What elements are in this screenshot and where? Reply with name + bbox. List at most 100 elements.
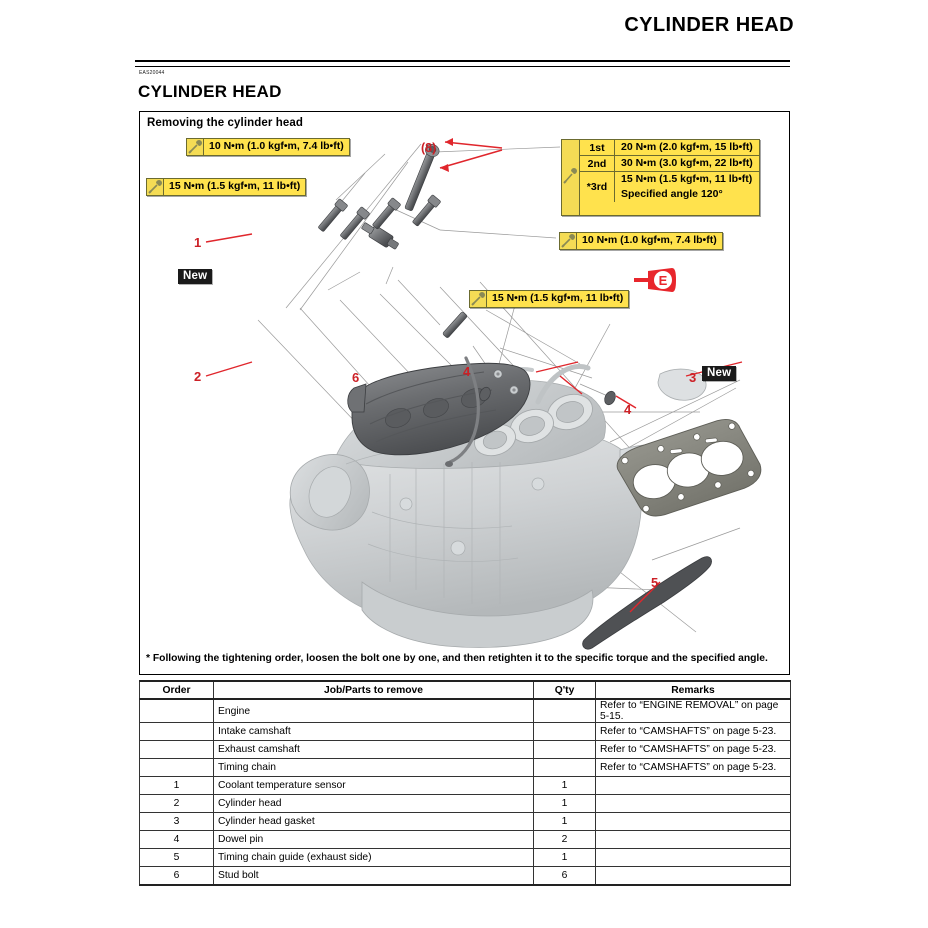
torque-wrench-icon — [560, 233, 577, 249]
cell-part: Engine — [213, 698, 534, 723]
cell-part: Intake camshaft — [213, 722, 534, 741]
col-qty: Q'ty — [533, 680, 596, 700]
cell-remarks — [595, 812, 791, 831]
stage-value-line: 20 N•m (2.0 kgf•m, 15 lb•ft) — [621, 141, 753, 153]
col-part: Job/Parts to remove — [213, 680, 534, 700]
page-header: CYLINDER HEAD — [0, 14, 928, 44]
panel-title: Removing the cylinder head — [147, 117, 303, 129]
callout-3: 3 — [689, 370, 697, 385]
cell-order: 2 — [139, 794, 214, 813]
cell-part: Coolant temperature sensor — [213, 776, 534, 795]
cell-remarks: Refer to “CAMSHAFTS” on page 5-23. — [595, 758, 791, 777]
torque-stage-row: *3rd 15 N•m (1.5 kgf•m, 11 lb•ft) Specif… — [580, 172, 759, 202]
cell-remarks — [595, 830, 791, 849]
new-badge-right: New — [702, 366, 737, 381]
table-row: Engine Refer to “ENGINE REMOVAL” on page … — [139, 698, 791, 723]
torque-wrench-icon — [187, 139, 204, 155]
col-remarks: Remarks — [595, 680, 791, 700]
cell-part: Exhaust camshaft — [213, 740, 534, 759]
illustration-panel: Removing the cylinder head — [139, 111, 790, 675]
cell-part: Timing chain — [213, 758, 534, 777]
cell-part: Timing chain guide (exhaust side) — [213, 848, 534, 867]
cell-order — [139, 722, 214, 741]
engine-oil-symbol: E — [632, 266, 678, 294]
running-title: CYLINDER HEAD — [624, 14, 794, 36]
torque-callout-mid-1: 10 N•m (1.0 kgf•m, 7.4 lb•ft) — [559, 232, 723, 250]
torque-wrench-icon — [562, 140, 580, 215]
col-order: Order — [139, 680, 214, 700]
exploded-diagram-artwork — [205, 138, 762, 650]
cell-order — [139, 740, 214, 759]
table-row: Intake camshaft Refer to “CAMSHAFTS” on p… — [139, 722, 791, 741]
torque-callout-top-2: 15 N•m (1.5 kgf•m, 11 lb•ft) — [146, 178, 307, 196]
cell-qty: 1 — [533, 776, 596, 795]
parts-table: Order Job/Parts to remove Q'ty Remarks E… — [139, 680, 791, 886]
cell-remarks: Refer to “CAMSHAFTS” on page 5-23. — [595, 740, 791, 759]
oil-symbol-letter: E — [659, 273, 668, 288]
torque-callout-top-1: 10 N•m (1.0 kgf•m, 7.4 lb•ft) — [186, 138, 350, 156]
stage-values: 20 N•m (2.0 kgf•m, 15 lb•ft) — [615, 140, 759, 155]
torque-stage-row: 1st 20 N•m (2.0 kgf•m, 15 lb•ft) — [580, 140, 759, 156]
callout-4-upper: 4 — [463, 364, 471, 379]
callout-8: (8) — [421, 141, 437, 155]
cell-remarks — [595, 848, 791, 867]
section-code: EAS20044 — [139, 70, 165, 76]
cell-qty — [533, 740, 596, 759]
torque-value: 10 N•m (1.0 kgf•m, 7.4 lb•ft) — [209, 140, 344, 152]
torque-value: 10 N•m (1.0 kgf•m, 7.4 lb•ft) — [582, 234, 717, 246]
stage-label: 1st — [580, 140, 615, 155]
cell-remarks — [595, 794, 791, 813]
cell-order — [139, 698, 214, 723]
cell-qty: 6 — [533, 866, 596, 886]
torque-stage-table: 1st 20 N•m (2.0 kgf•m, 15 lb•ft) 2nd 30 … — [561, 139, 760, 216]
cell-order: 6 — [139, 866, 214, 886]
cell-qty — [533, 758, 596, 777]
cell-remarks: Refer to “CAMSHAFTS” on page 5-23. — [595, 722, 791, 741]
stage-label: 2nd — [580, 156, 615, 171]
stage-value-line: 15 N•m (1.5 kgf•m, 11 lb•ft) — [621, 173, 753, 185]
cell-qty — [533, 698, 596, 723]
torque-stage-row: 2nd 30 N•m (3.0 kgf•m, 22 lb•ft) — [580, 156, 759, 172]
torque-wrench-icon — [147, 179, 164, 195]
cell-order — [139, 758, 214, 777]
cell-order: 5 — [139, 848, 214, 867]
cell-remarks — [595, 866, 791, 886]
cell-remarks: Refer to “ENGINE REMOVAL” on page 5-15. — [595, 698, 791, 723]
torque-value: 15 N•m (1.5 kgf•m, 11 lb•ft) — [492, 292, 624, 304]
stage-angle-line: Specified angle 120° — [621, 188, 723, 200]
torque-callout-mid-2: 15 N•m (1.5 kgf•m, 11 lb•ft) — [469, 290, 630, 308]
cell-remarks — [595, 776, 791, 795]
torque-wrench-icon — [470, 291, 487, 307]
cell-qty: 1 — [533, 794, 596, 813]
page-title: CYLINDER HEAD — [138, 82, 282, 101]
callout-6: 6 — [352, 370, 360, 385]
cell-order: 1 — [139, 776, 214, 795]
callout-1: 1 — [194, 235, 202, 250]
cell-order: 4 — [139, 830, 214, 849]
table-row: Exhaust camshaft Refer to “CAMSHAFTS” on … — [139, 740, 791, 759]
table-header-row: Order Job/Parts to remove Q'ty Remarks — [139, 680, 791, 700]
cell-qty — [533, 722, 596, 741]
cell-qty: 2 — [533, 830, 596, 849]
cell-part: Stud bolt — [213, 866, 534, 886]
cell-order: 3 — [139, 812, 214, 831]
cell-part: Cylinder head — [213, 794, 534, 813]
callout-2: 2 — [194, 369, 202, 384]
callout-4-lower: 4 — [624, 402, 632, 417]
callout-5: 5 — [651, 575, 659, 590]
cell-qty: 1 — [533, 848, 596, 867]
new-badge-left: New — [178, 269, 213, 284]
footnote-text: * Following the tightening order, loosen… — [146, 653, 768, 664]
table-row: Timing chain Refer to “CAMSHAFTS” on page… — [139, 758, 791, 777]
stage-values: 15 N•m (1.5 kgf•m, 11 lb•ft) Specified a… — [615, 172, 758, 202]
stage-values: 30 N•m (3.0 kgf•m, 22 lb•ft) — [615, 156, 759, 171]
header-rule — [135, 60, 790, 67]
cell-qty: 1 — [533, 812, 596, 831]
cell-part: Dowel pin — [213, 830, 534, 849]
